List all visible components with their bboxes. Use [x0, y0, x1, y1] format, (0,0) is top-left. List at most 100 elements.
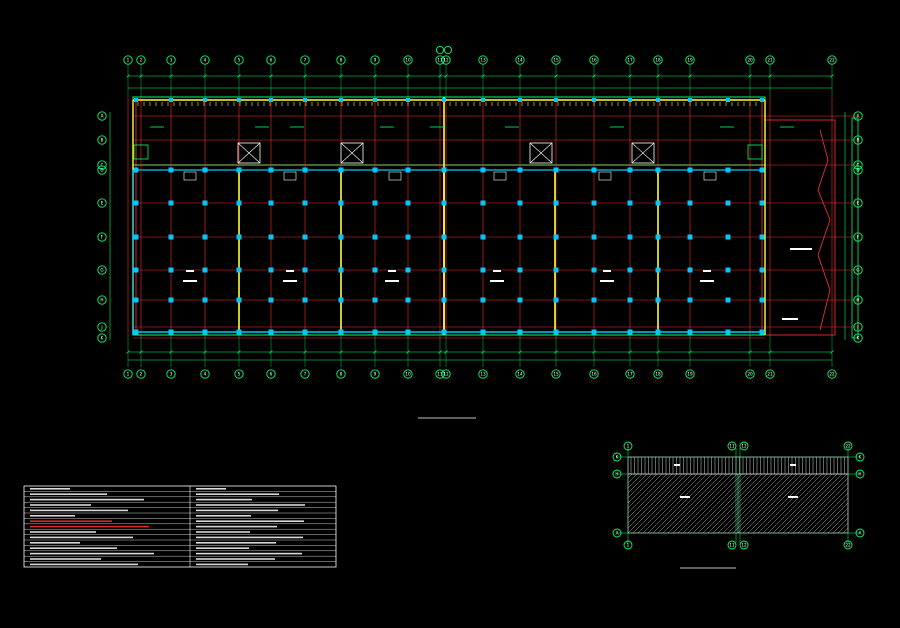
axis-bubble-label: 2 — [140, 372, 143, 377]
column — [236, 234, 242, 240]
column — [517, 200, 523, 206]
column — [338, 234, 344, 240]
axis-bubble-icon — [97, 322, 107, 332]
notes-table-text-mark — [196, 520, 304, 522]
axis-bubble-icon — [653, 369, 663, 379]
axis-bubble-top: 18 — [653, 55, 663, 65]
axis-bubble-icon — [123, 369, 133, 379]
axis-bubble-bottom: 18 — [653, 369, 663, 379]
axis-bubble-label: G — [100, 268, 103, 273]
key-axis-bubble-left: H — [612, 469, 622, 479]
axis-bubble-icon — [685, 55, 695, 65]
axis-bubble-icon — [234, 55, 244, 65]
key-body-hatch — [697, 492, 739, 534]
key-plan-grid — [617, 448, 860, 543]
axis-bubble-label: 12 — [443, 372, 449, 377]
column — [372, 200, 378, 206]
axis-bubble-top: 21 — [765, 55, 775, 65]
notes-table-text-mark — [30, 547, 117, 549]
key-axis-bubble-right: K — [855, 452, 865, 462]
stair-opening-icon — [340, 142, 364, 164]
column — [338, 329, 344, 335]
bay-note-mark — [286, 270, 294, 272]
axis-bubble-top: 1 — [123, 55, 133, 65]
axis-bubble-center-top — [435, 45, 445, 55]
axis-bubble-label: G — [856, 268, 859, 273]
axis-bubble-bottom: 22 — [827, 369, 837, 379]
key-body-hatch — [657, 473, 718, 534]
axis-bubble-label: 1 — [127, 58, 130, 63]
column — [133, 167, 139, 173]
column — [517, 234, 523, 240]
columns — [133, 98, 765, 335]
column-top — [688, 98, 692, 102]
axis-bubble-icon — [166, 369, 176, 379]
column — [302, 267, 308, 273]
axis-bubble-icon — [403, 369, 413, 379]
column — [168, 167, 174, 173]
axis-bubble-top: 10 — [403, 55, 413, 65]
column — [655, 267, 661, 273]
notes-table-text-mark — [30, 525, 149, 528]
key-body-hatch — [637, 473, 698, 534]
key-body-hatch — [687, 482, 739, 534]
axis-bubble-right: H — [853, 295, 863, 305]
notes-table-rows — [24, 488, 336, 566]
key-body-hatch — [807, 492, 849, 534]
axis-bubble-bottom: 10 — [403, 369, 413, 379]
key-body-hatch — [777, 473, 838, 534]
column — [759, 329, 765, 335]
key-body-hatch — [737, 473, 748, 484]
axis-bubble-bottom: 15 — [551, 369, 561, 379]
key-body-hatch — [677, 473, 738, 534]
key-axis-bubble-left: A — [612, 528, 622, 538]
notes-table-border — [23, 485, 337, 568]
axis-bubble-top: 14 — [515, 55, 525, 65]
axis-bubble-left: K — [97, 333, 107, 343]
column — [338, 200, 344, 206]
column-top — [518, 98, 522, 102]
column — [236, 167, 242, 173]
door-opening — [283, 171, 297, 181]
key-body-hatch — [817, 502, 849, 534]
key-body-hatch — [812, 497, 849, 534]
key-body-hatch — [737, 473, 763, 499]
column — [553, 267, 559, 273]
axis-bubble-icon — [589, 55, 599, 65]
column — [480, 200, 486, 206]
column-top — [303, 98, 307, 102]
axis-bubble-icon — [403, 55, 413, 65]
axis-bubble-icon — [745, 55, 755, 65]
bay-note-mark — [283, 280, 297, 282]
column — [441, 297, 447, 303]
axis-bubble-label: 6 — [270, 372, 273, 377]
column — [553, 167, 559, 173]
column-top — [656, 98, 660, 102]
key-body-hatch — [737, 473, 768, 504]
key-axis-bubble-left: K — [612, 452, 622, 462]
key-body-hatch — [652, 473, 713, 534]
key-body-hatch — [627, 473, 668, 514]
key-body-hatch — [627, 473, 633, 479]
column-top — [237, 98, 241, 102]
axis-bubble-icon — [97, 265, 107, 275]
key-body-hatch — [627, 473, 688, 534]
axis-bubble-top: 12 — [441, 55, 451, 65]
axis-bubble-label: A — [857, 114, 860, 119]
axis-bubble-icon — [855, 469, 865, 479]
key-body-hatch — [767, 473, 828, 534]
key-body-hatch — [737, 473, 783, 519]
axis-bubble-right: E — [853, 198, 863, 208]
axis-bubble-icon — [123, 55, 133, 65]
notes-table-text-mark — [30, 536, 133, 539]
column — [302, 297, 308, 303]
key-body-hatch — [627, 473, 673, 519]
axis-bubble-label: 20 — [747, 372, 753, 377]
column-top — [203, 98, 207, 102]
column — [268, 329, 274, 335]
axis-bubble-label: 13 — [480, 58, 486, 63]
column — [725, 267, 731, 273]
key-body-hatch — [827, 512, 849, 534]
key-body-hatch — [772, 473, 833, 534]
